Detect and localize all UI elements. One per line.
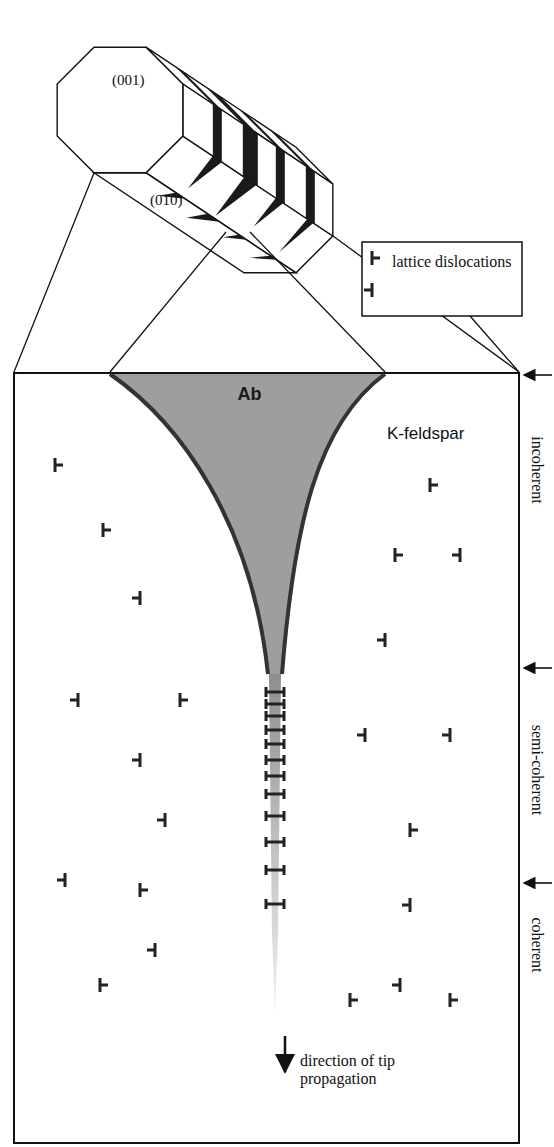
lamella-tip (269, 674, 281, 1014)
interface-line (110, 374, 268, 674)
albite-lamella (243, 124, 258, 186)
dislocation-symbol (132, 591, 140, 605)
misfit-dislocation (266, 711, 284, 721)
dislocation-symbol (452, 548, 460, 562)
misfit-dislocation (266, 865, 284, 875)
legend-leader (470, 316, 519, 372)
interface-type-label: coherent (528, 917, 546, 972)
dislocation-symbol (350, 993, 358, 1007)
boundary-arrow (524, 882, 552, 884)
dislocation-symbol (392, 978, 400, 992)
crystal-drawing (57, 47, 333, 273)
dislocation-symbol (442, 728, 450, 742)
legend-frame (362, 242, 522, 316)
lamella-spike (249, 256, 276, 260)
dislocation-symbol (140, 883, 148, 897)
boundary-arrow (524, 374, 552, 376)
misfit-dislocation (266, 771, 284, 781)
albite-lamella (213, 104, 222, 162)
dislocation-symbol (103, 523, 111, 537)
dislocation-symbol (132, 753, 140, 767)
dislocation-symbol (100, 978, 108, 992)
albite-lamella-region: Ab (102, 374, 397, 1014)
lamella-spike (186, 214, 219, 222)
lamella-spike (223, 235, 247, 240)
albite-fill (110, 374, 385, 674)
direction-note: direction of tip propagation (300, 1052, 432, 1088)
lamella-spike (215, 177, 256, 216)
dislocation-symbol (57, 873, 65, 887)
crystal-face (183, 84, 333, 236)
dislocation-symbol (147, 943, 155, 957)
dislocation-symbol (180, 693, 188, 707)
dislocation-symbol (357, 728, 365, 742)
dislocation-symbol (70, 693, 78, 707)
boundary-arrow (524, 667, 552, 669)
crystal-face-label: (010) (150, 192, 183, 209)
misfit-dislocation (266, 789, 284, 799)
misfit-dislocation (266, 837, 284, 847)
propagation-arrow (284, 1036, 287, 1072)
misfit-dislocation (266, 755, 284, 765)
legend-box (362, 242, 522, 372)
dislocation-symbol (372, 251, 380, 265)
misfit-dislocation (266, 687, 284, 697)
dislocation-symbol (450, 993, 458, 1007)
albite-outline (102, 374, 397, 1014)
dislocation-symbol (395, 548, 403, 562)
phase-label: Ab (102, 384, 397, 405)
dislocation-symbol (377, 633, 385, 647)
albite-lamella (276, 146, 285, 204)
misfit-dislocation (266, 725, 284, 735)
zoom-line (110, 232, 226, 372)
misfit-dislocation (266, 811, 284, 821)
dislocation-symbol (402, 898, 410, 912)
dislocation-symbols (55, 251, 460, 1007)
dislocation-symbol (157, 813, 165, 827)
interface-line (282, 374, 385, 674)
dislocation-symbol (55, 458, 63, 472)
dislocation-symbol (410, 823, 418, 837)
legend-text: lattice dislocations (392, 250, 516, 274)
albite-lamella (306, 166, 315, 224)
dislocation-symbol (430, 478, 438, 492)
crystal-face-label: (001) (112, 72, 145, 89)
kfeldspar-region: K-feldspar direction of tip propagation Ab (13, 372, 520, 1144)
zoom-line (14, 173, 94, 372)
lamella-spike (279, 219, 313, 252)
interface-type-label: incoherent (528, 436, 546, 504)
interface-type-label: semi-coherent (528, 725, 546, 816)
lamella-spike (188, 156, 222, 188)
misfit-dislocation (266, 699, 284, 709)
misfit-dislocation (266, 739, 284, 749)
phase-label: K-feldspar (387, 424, 507, 444)
boundary-arrows (524, 375, 552, 883)
misfit-dislocation (266, 899, 284, 909)
crystal-end-face (57, 47, 183, 173)
dislocation-symbol (364, 283, 372, 297)
lamella-spike (254, 198, 284, 226)
